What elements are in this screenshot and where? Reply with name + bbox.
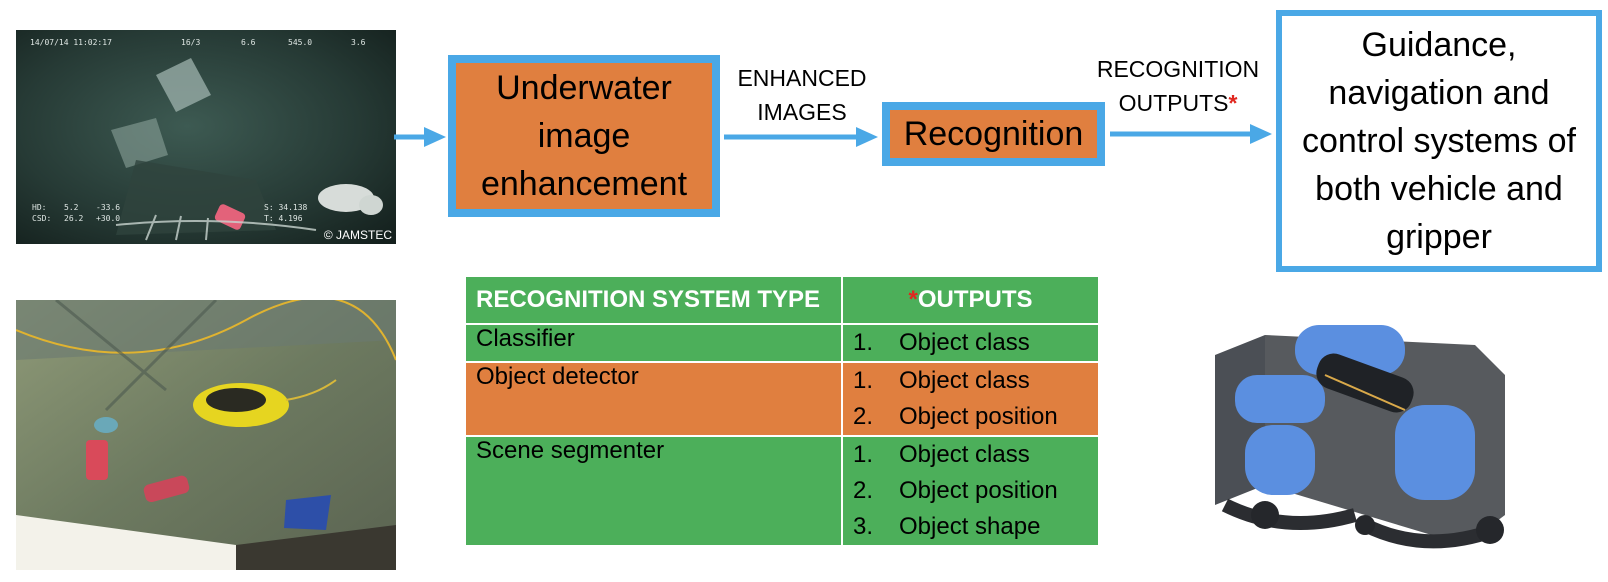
- table-row: Object detector 1.Object class 2.Object …: [464, 361, 1100, 437]
- photo-overlay-value: 5.2: [64, 203, 79, 212]
- guidance-control-label: Guidance, navigation and control systems…: [1302, 26, 1576, 256]
- image-enhancement-label: Underwater image enhancement: [480, 69, 688, 203]
- arrow-recognition-to-guidance: [1110, 124, 1272, 144]
- enhanced-images-label: ENHANCED IMAGES: [728, 64, 876, 126]
- output-item: 2.Object position: [853, 477, 1058, 504]
- photo-overlay-value: -33.6: [96, 203, 121, 212]
- enhanced-images-label-line2: IMAGES: [757, 99, 847, 125]
- recognition-label: Recognition: [903, 115, 1084, 153]
- photo-overlay-value: 6.6: [241, 38, 256, 47]
- photo-overlay-value: 3.6: [351, 38, 366, 47]
- photo-overlay-value: 545.0: [288, 38, 313, 47]
- underwater-debris-photo: 14/07/14 11:02:17 16/3 6.6 545.0 3.6 HD:…: [16, 30, 396, 244]
- header-outputs-label: OUTPUTS: [917, 286, 1033, 313]
- photo-overlay-value: T: 4.196: [264, 214, 303, 223]
- underwater-debris-scene: [16, 30, 396, 244]
- recognition-outputs-line2: OUTPUTS: [1118, 90, 1229, 116]
- outputs-cell: 1.Object class 2.Object position: [841, 361, 1100, 437]
- table-row: Scene segmenter 1.Object class 2.Object …: [464, 435, 1100, 547]
- photo-overlay-value: HD:: [32, 203, 47, 212]
- outputs-cell: 1.Object class 2.Object position 3.Objec…: [841, 435, 1100, 547]
- output-item: 2.Object position: [853, 403, 1058, 430]
- header-system-type: RECOGNITION SYSTEM TYPE: [464, 275, 843, 325]
- outputs-asterisk: *: [1228, 90, 1238, 116]
- rov-electronics-tube: [1316, 353, 1414, 413]
- output-item: 1.Object class: [853, 441, 1030, 468]
- table-row: Classifier 1.Object class: [464, 323, 1100, 363]
- system-type-cell: Scene segmenter: [464, 435, 843, 547]
- photo-credit: © JAMSTEC: [323, 228, 392, 242]
- photo-overlay-value: 16/3: [181, 38, 201, 47]
- photo-overlay-value: S: 34.138: [264, 203, 308, 212]
- photo-overlay-value: CSD:: [32, 214, 52, 223]
- output-item: 3.Object shape: [853, 513, 1041, 540]
- arrow-photo-to-enhancement: [394, 127, 446, 147]
- recognition-outputs-line1: RECOGNITION: [1096, 56, 1260, 82]
- underwater-rov-illustration: [1215, 325, 1505, 549]
- rov-propellers: [1251, 501, 1504, 544]
- output-item: 1.Object class: [853, 329, 1030, 356]
- system-type-cell: Object detector: [464, 361, 843, 437]
- image-enhancement-box: Underwater image enhancement: [448, 55, 720, 217]
- recognition-box: Recognition: [882, 102, 1105, 166]
- recognition-outputs-label: RECOGNITION OUTPUTS*: [1088, 55, 1268, 117]
- system-type-cell: Classifier: [464, 323, 843, 363]
- guidance-control-box: Guidance, navigation and control systems…: [1276, 10, 1602, 272]
- header-outputs-asterisk: *: [908, 286, 918, 313]
- arrow-enhancement-to-recognition: [724, 127, 878, 147]
- photo-overlay-value: 26.2: [64, 214, 84, 223]
- enhanced-images-label-line1: ENHANCED: [737, 65, 867, 91]
- photo-overlay-value: +30.0: [96, 214, 121, 223]
- tank-test-scene: [16, 300, 396, 570]
- output-item: 1.Object class: [853, 367, 1030, 394]
- tank-test-photo: [16, 300, 396, 570]
- outputs-cell: 1.Object class: [841, 323, 1100, 363]
- recognition-systems-table: RECOGNITION SYSTEM TYPE *OUTPUTS Classif…: [464, 275, 1100, 547]
- table-header-row: RECOGNITION SYSTEM TYPE *OUTPUTS: [464, 275, 1100, 325]
- photo-overlay-timestamp: 14/07/14 11:02:17: [30, 38, 112, 47]
- header-outputs: *OUTPUTS: [841, 275, 1100, 325]
